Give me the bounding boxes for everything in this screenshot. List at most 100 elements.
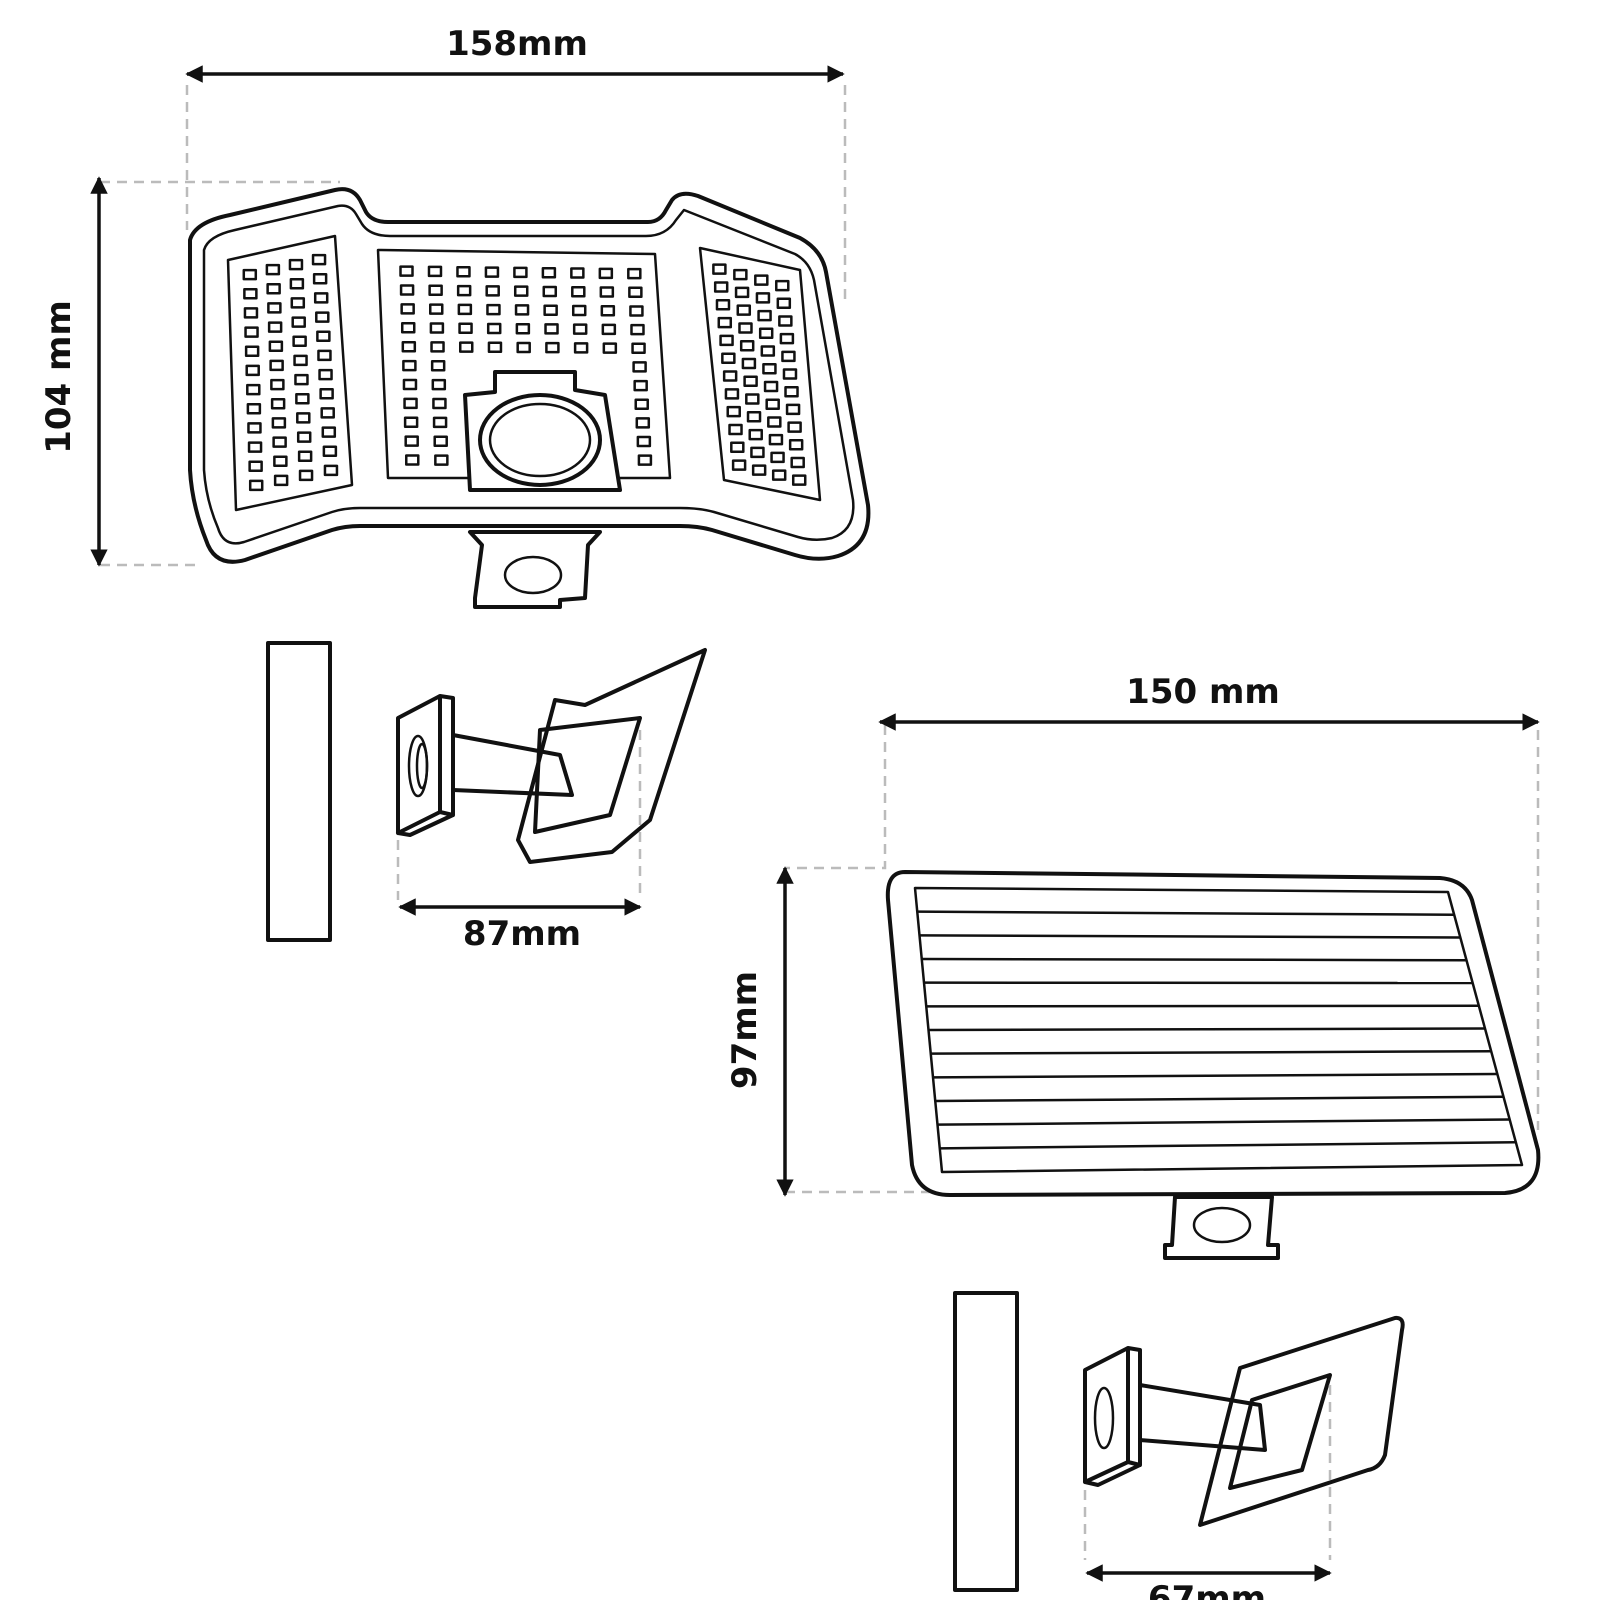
led bbox=[265, 263, 281, 276]
led bbox=[785, 403, 801, 416]
led bbox=[571, 285, 586, 298]
led bbox=[573, 342, 589, 354]
camera-housing bbox=[463, 370, 622, 492]
led bbox=[266, 283, 281, 295]
led bbox=[757, 309, 772, 322]
led bbox=[487, 341, 503, 354]
led bbox=[743, 375, 758, 388]
led bbox=[288, 258, 304, 271]
led bbox=[317, 349, 332, 362]
led bbox=[600, 304, 616, 317]
led bbox=[430, 360, 446, 372]
led bbox=[400, 322, 416, 334]
height-label-97: 97mm bbox=[725, 971, 765, 1089]
led bbox=[271, 417, 287, 429]
led bbox=[633, 379, 648, 392]
led bbox=[321, 426, 337, 438]
cell-line bbox=[926, 1004, 1479, 1008]
led bbox=[782, 368, 798, 380]
led bbox=[754, 274, 769, 286]
led bbox=[298, 469, 314, 482]
width-label-158: 158mm bbox=[446, 24, 588, 64]
led bbox=[433, 435, 448, 447]
mount-bracket bbox=[468, 530, 602, 609]
cell-line bbox=[937, 1118, 1510, 1126]
led bbox=[323, 464, 339, 477]
led bbox=[762, 363, 777, 375]
led bbox=[634, 398, 649, 410]
led bbox=[516, 341, 531, 354]
led bbox=[296, 431, 312, 443]
led bbox=[243, 307, 259, 319]
led bbox=[457, 303, 473, 316]
led bbox=[630, 323, 645, 336]
led bbox=[247, 441, 263, 453]
led bbox=[401, 340, 417, 353]
led bbox=[776, 297, 792, 310]
led bbox=[542, 285, 558, 298]
led bbox=[458, 322, 473, 334]
cell-line bbox=[939, 1141, 1516, 1150]
width-label-150: 150 mm bbox=[1126, 672, 1280, 712]
led bbox=[784, 385, 799, 398]
led bbox=[545, 341, 560, 354]
led bbox=[292, 335, 307, 347]
cell-line bbox=[921, 957, 1467, 962]
wall-plate-edge bbox=[266, 641, 332, 942]
sensor-lens-inner bbox=[488, 402, 592, 478]
led bbox=[637, 454, 653, 466]
led bbox=[721, 352, 736, 364]
led bbox=[598, 267, 614, 280]
led bbox=[456, 266, 471, 278]
led bbox=[730, 441, 745, 454]
led bbox=[273, 474, 289, 487]
led bbox=[791, 474, 807, 486]
led bbox=[399, 265, 414, 277]
led bbox=[402, 359, 417, 372]
led bbox=[514, 304, 530, 316]
led bbox=[787, 421, 802, 433]
led bbox=[428, 284, 443, 297]
led bbox=[270, 378, 285, 391]
led bbox=[544, 323, 559, 335]
led bbox=[243, 288, 258, 300]
led bbox=[486, 322, 502, 335]
led bbox=[295, 393, 310, 405]
led bbox=[724, 388, 740, 400]
led bbox=[269, 359, 284, 372]
led bbox=[244, 345, 260, 357]
led bbox=[572, 323, 588, 335]
led bbox=[731, 459, 747, 471]
led bbox=[768, 433, 784, 446]
led bbox=[758, 327, 774, 340]
led bbox=[273, 455, 288, 467]
led bbox=[246, 383, 261, 396]
led bbox=[432, 397, 447, 410]
led bbox=[632, 361, 647, 373]
led bbox=[430, 341, 445, 353]
led-panel-left bbox=[226, 234, 354, 512]
led bbox=[748, 428, 763, 441]
height-label-104: 104 mm bbox=[39, 300, 79, 454]
led bbox=[781, 350, 796, 363]
led bbox=[755, 292, 771, 304]
led bbox=[543, 304, 558, 316]
led bbox=[717, 316, 733, 329]
led bbox=[541, 266, 557, 279]
led bbox=[770, 451, 785, 464]
led bbox=[763, 380, 779, 393]
led bbox=[635, 417, 651, 429]
led bbox=[289, 278, 305, 290]
led bbox=[745, 393, 760, 405]
led bbox=[291, 316, 306, 328]
led bbox=[429, 322, 445, 334]
led bbox=[631, 342, 646, 355]
led bbox=[738, 322, 753, 334]
led bbox=[427, 265, 443, 278]
led bbox=[486, 303, 501, 316]
led bbox=[790, 456, 805, 469]
led bbox=[399, 284, 415, 296]
led bbox=[599, 286, 615, 298]
led bbox=[722, 370, 738, 382]
